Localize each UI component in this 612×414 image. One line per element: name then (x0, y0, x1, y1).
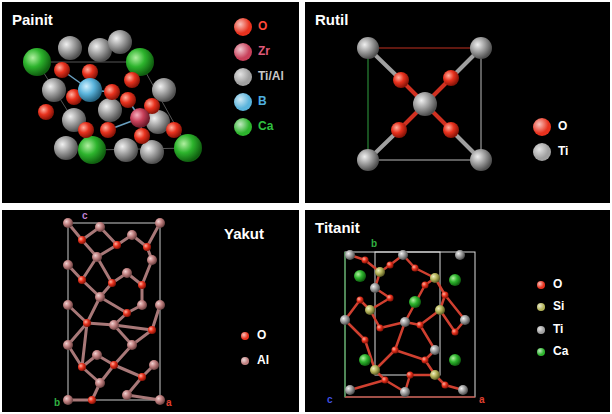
crystal-structure (2, 2, 299, 203)
legend-label: Ca (258, 120, 273, 133)
axis-label: b (371, 238, 377, 249)
legend-label: O (258, 20, 267, 33)
legend-swatch (234, 118, 252, 136)
axis-label: c (327, 394, 333, 405)
legend-swatch (537, 326, 545, 334)
crystal-structure (305, 2, 610, 203)
legend-label: Ti/Al (258, 70, 284, 83)
panel-title: Yakut (224, 226, 264, 243)
legend-swatch (537, 303, 545, 311)
legend-label: Zr (258, 45, 270, 58)
legend-label: Ca (553, 345, 568, 358)
axis-label: c (82, 210, 88, 221)
legend-swatch (241, 332, 249, 340)
crystal-panel: TitanitO SiTiCa b c a (305, 210, 610, 412)
legend-swatch (537, 281, 545, 289)
legend-label: Si (553, 300, 564, 313)
crystal-panel: Painit O ZrTi/AlB Ca (2, 2, 299, 203)
axis-label: a (166, 397, 172, 408)
panel-title: Painit (12, 12, 53, 29)
legend-swatch (234, 93, 252, 111)
legend-label: B (258, 95, 267, 108)
legend-swatch (234, 43, 252, 61)
legend-swatch (234, 68, 252, 86)
legend-swatch (533, 143, 551, 161)
panel-title: Rutil (315, 12, 348, 29)
panel-title: Titanit (315, 220, 360, 237)
legend-label: Al (257, 354, 269, 367)
legend-swatch (533, 118, 551, 136)
legend-label: O (553, 278, 562, 291)
crystal-panel: YakutO Al c b a (2, 210, 299, 412)
legend-label: Ti (553, 323, 563, 336)
legend-label: O (558, 120, 567, 133)
legend-swatch (234, 18, 252, 36)
legend-label: Ti (558, 145, 568, 158)
legend-swatch (537, 348, 545, 356)
legend-label: O (257, 329, 266, 342)
crystal-panel: RutilO Ti (305, 2, 610, 203)
axis-label: a (479, 394, 485, 405)
legend-swatch (241, 357, 249, 365)
axis-label: b (54, 397, 60, 408)
